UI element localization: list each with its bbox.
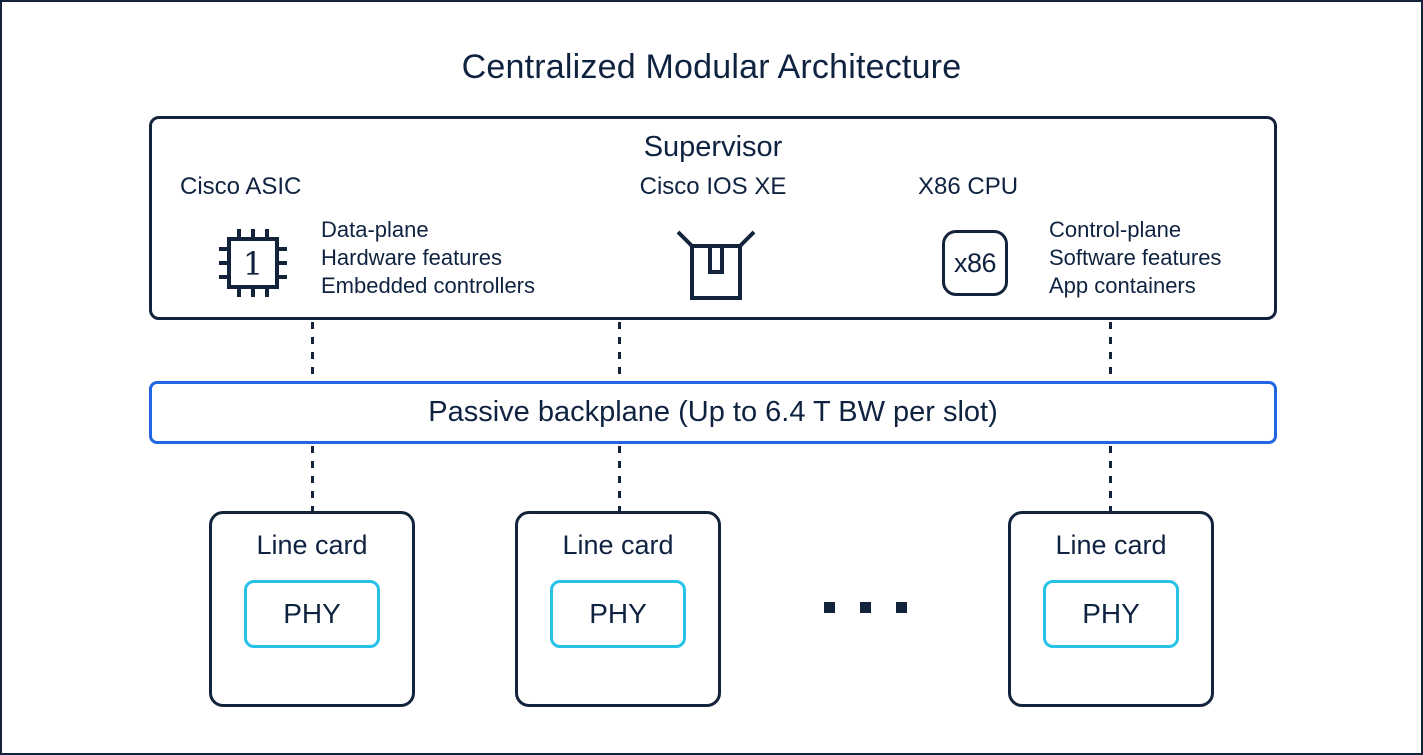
line-card-2: Line card PHY: [515, 511, 721, 707]
feature-line: Data-plane: [321, 217, 429, 242]
page-title: Centralized Modular Architecture: [461, 48, 962, 86]
feature-line: Embedded controllers: [321, 273, 536, 298]
line-card-title: Line card: [256, 530, 368, 560]
connector-dashed-line: [1109, 322, 1112, 381]
line-card-3: Line card PHY: [1008, 511, 1214, 707]
phy-chip-box: PHY: [244, 580, 380, 648]
phy-label: PHY: [589, 598, 647, 629]
connector-dashed-line: [1109, 446, 1112, 511]
asic-features: Data-plane Hardware features Embedded co…: [321, 216, 535, 300]
ellipsis-square-dot: [860, 602, 871, 613]
phy-chip-box: PHY: [550, 580, 686, 648]
supervisor-box: Supervisor Cisco ASIC 1 Data-plane Hardw…: [149, 116, 1277, 320]
connector-dashed-line: [618, 322, 621, 381]
open-box-icon: [676, 230, 756, 300]
feature-line: App containers: [1049, 273, 1196, 298]
connector-dashed-line: [618, 446, 621, 511]
more-line-cards-ellipsis: [824, 602, 907, 613]
supervisor-title: Supervisor: [643, 131, 783, 163]
ellipsis-square-dot: [824, 602, 835, 613]
backplane-label: Passive backplane (Up to 6.4 T BW per sl…: [428, 396, 998, 428]
line-card-title: Line card: [1055, 530, 1167, 560]
x86-chip-text: x86: [953, 247, 997, 278]
feature-line: Control-plane: [1049, 217, 1182, 242]
phy-chip-box: PHY: [1043, 580, 1179, 648]
line-card-title: Line card: [562, 530, 674, 560]
ellipsis-square-dot: [896, 602, 907, 613]
ios-xe-label: Cisco IOS XE: [639, 173, 787, 200]
asic-chip-number: 1: [243, 245, 263, 283]
cpu-features: Control-plane Software features App cont…: [1049, 216, 1221, 300]
phy-label: PHY: [1082, 598, 1140, 629]
asic-chip-icon: 1: [219, 229, 287, 297]
feature-line: Software features: [1049, 245, 1222, 270]
passive-backplane-bar: Passive backplane (Up to 6.4 T BW per sl…: [149, 381, 1277, 444]
asic-label: Cisco ASIC: [180, 173, 302, 200]
feature-line: Hardware features: [321, 245, 502, 270]
connector-dashed-line: [311, 446, 314, 511]
x86-chip-icon: x86: [942, 230, 1008, 296]
phy-label: PHY: [283, 598, 341, 629]
line-card-1: Line card PHY: [209, 511, 415, 707]
x86-cpu-label: X86 CPU: [918, 173, 1019, 200]
connector-dashed-line: [311, 322, 314, 381]
